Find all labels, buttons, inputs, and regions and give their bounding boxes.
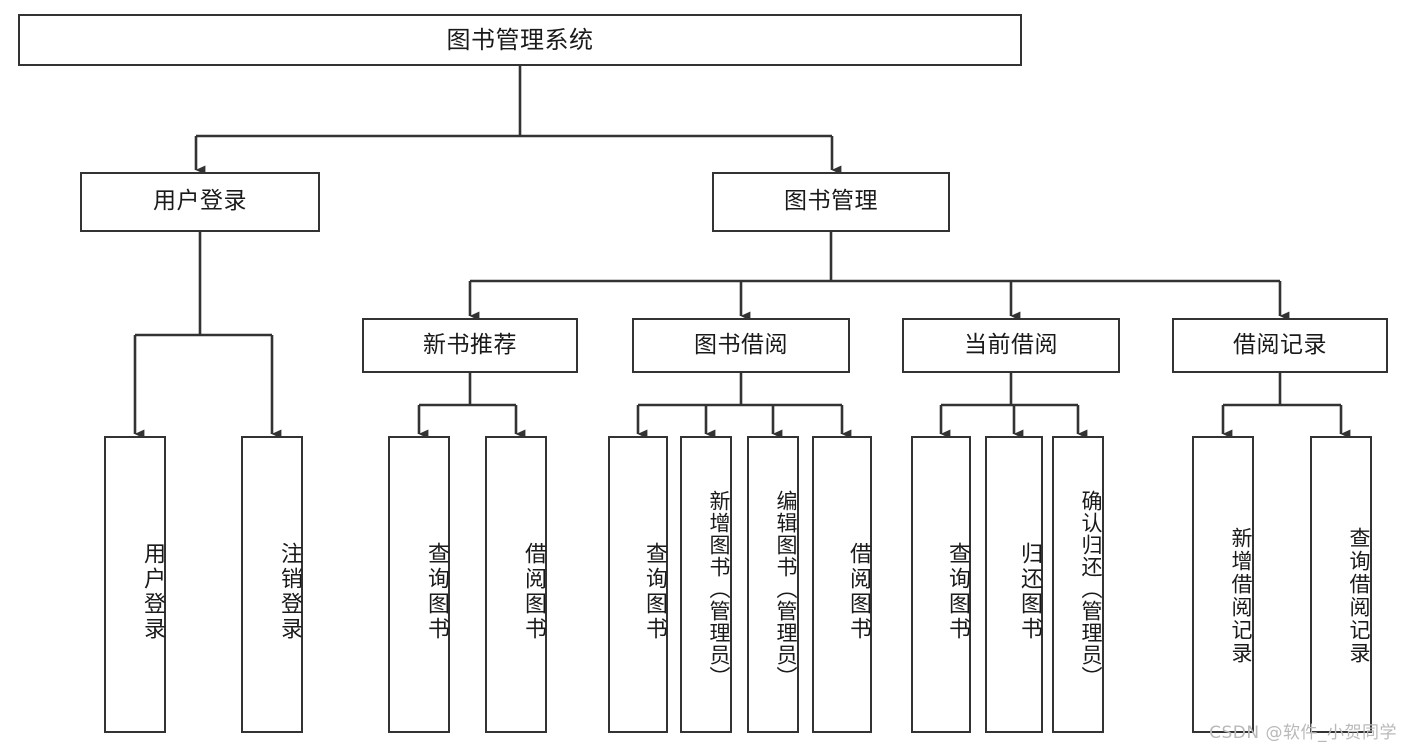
node-label: 归还图书 <box>1017 541 1042 642</box>
node-book-borrow[interactable]: 图书借阅 <box>632 318 850 373</box>
node-label: 借阅记录 <box>1233 331 1327 358</box>
node-leaf-user-logout[interactable]: 注销登录 <box>241 436 303 733</box>
node-leaf-edit-book[interactable]: 编辑图书（管理员） <box>747 436 799 733</box>
node-current-borrow[interactable]: 当前借阅 <box>902 318 1120 373</box>
node-label: 查询图书 <box>945 541 970 642</box>
node-label: 图书管理 <box>784 188 878 215</box>
node-root-system[interactable]: 图书管理系统 <box>18 14 1022 66</box>
node-label: 新增借阅记录 <box>1229 526 1253 665</box>
node-leaf-query-book-1[interactable]: 查询图书 <box>388 436 450 733</box>
node-label: 查询图书 <box>424 541 449 642</box>
node-label: 查询图书 <box>642 541 667 642</box>
node-borrow-record[interactable]: 借阅记录 <box>1172 318 1388 373</box>
node-leaf-return-book[interactable]: 归还图书 <box>985 436 1043 733</box>
node-label: 当前借阅 <box>964 331 1058 358</box>
node-label: 编辑图书（管理员） <box>774 489 798 688</box>
node-label: 新增图书（管理员） <box>707 489 731 688</box>
node-label: 注销登录 <box>277 541 302 642</box>
node-label: 图书管理系统 <box>446 25 594 54</box>
node-label: 图书借阅 <box>694 331 788 358</box>
node-label: 查询借阅记录 <box>1347 526 1371 665</box>
node-leaf-user-login[interactable]: 用户登录 <box>104 436 166 733</box>
node-label: 用户登录 <box>140 541 165 642</box>
node-user-login[interactable]: 用户登录 <box>80 172 320 232</box>
watermark-text: CSDN @软件_小贺同学 <box>1209 723 1397 743</box>
node-leaf-query-book-3[interactable]: 查询图书 <box>911 436 971 733</box>
node-leaf-borrow-book-1[interactable]: 借阅图书 <box>485 436 547 733</box>
node-leaf-add-book[interactable]: 新增图书（管理员） <box>680 436 732 733</box>
node-leaf-add-borrow-record[interactable]: 新增借阅记录 <box>1192 436 1254 733</box>
node-leaf-query-book-2[interactable]: 查询图书 <box>608 436 668 733</box>
node-leaf-confirm-return[interactable]: 确认归还（管理员） <box>1052 436 1104 733</box>
node-leaf-borrow-book-2[interactable]: 借阅图书 <box>812 436 872 733</box>
node-label: 借阅图书 <box>846 541 871 642</box>
node-label: 新书推荐 <box>423 331 517 358</box>
node-label: 确认归还（管理员） <box>1079 489 1103 688</box>
node-label: 用户登录 <box>153 188 247 215</box>
node-label: 借阅图书 <box>521 541 546 642</box>
node-book-management[interactable]: 图书管理 <box>712 172 950 232</box>
node-new-book-recommend[interactable]: 新书推荐 <box>362 318 578 373</box>
node-leaf-query-borrow-record[interactable]: 查询借阅记录 <box>1310 436 1372 733</box>
